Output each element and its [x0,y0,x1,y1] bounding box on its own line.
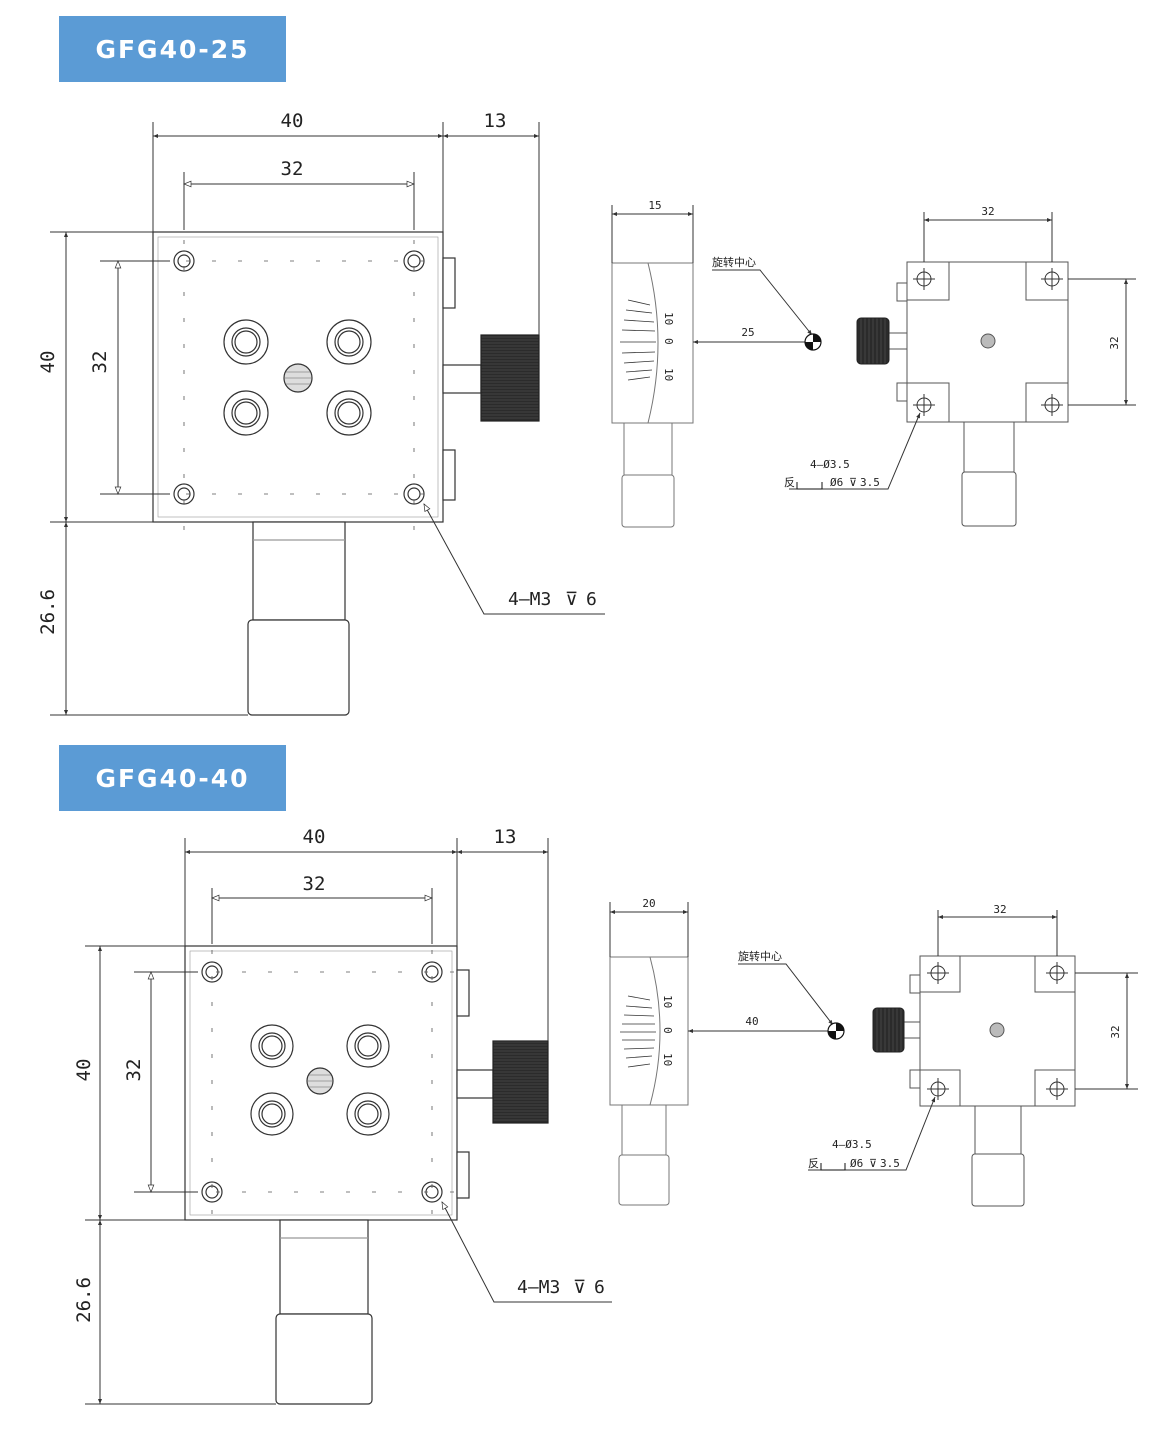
back-view [856,261,1069,527]
side-width: 20 [642,897,655,910]
main-dimensions [85,838,612,1405]
micrometer-barrel [252,521,346,621]
scale-mid: 0 [661,1027,674,1034]
thread-depth: 6 [586,589,597,610]
thread-depth: 6 [594,1277,605,1298]
dim-knob-offset: 13 [494,826,517,848]
back-view [872,955,1076,1207]
dim-hole-pitch-x: 32 [281,158,304,180]
dim-width: 40 [303,826,326,848]
dim-hole-pitch-y: 32 [123,1059,145,1082]
dim-knob-offset: 13 [484,110,507,132]
knob-shaft [442,364,482,394]
side-radius: 40 [745,1015,758,1028]
scale-bot: 10 [662,368,675,381]
dim-width: 40 [281,110,304,132]
thread-depth-symbol: ⊽ [565,589,578,610]
dim-micrometer: 26.6 [73,1277,95,1323]
back-dimensions [808,910,1138,1171]
dim-hole-pitch-y: 32 [89,351,111,374]
cbore-depth-symbol: ⊽ [869,1157,877,1170]
side-view [609,956,689,1206]
rotation-center-label: 旋转中心 [712,255,756,269]
dim-height: 40 [73,1059,95,1082]
micrometer-thimble [247,619,350,716]
rotation-center-mark [827,1022,845,1040]
section-2: 40 13 32 40 32 26.6 4—M3 ⊽ 6 [73,826,1138,1405]
main-dimensions [50,122,605,716]
side-dimensions [609,902,834,1033]
dim-micrometer: 26.6 [37,589,59,635]
scale-top: 10 [662,312,675,325]
scale-bot: 10 [661,1053,674,1066]
cbore-note: Ø6 [850,1157,863,1170]
side-plate [442,257,456,309]
side-dimensions [611,205,813,344]
back-pitch-x: 32 [993,903,1006,916]
cbore-prefix: 反 [784,476,795,489]
main-view [152,231,540,716]
thread-depth-symbol: ⊽ [573,1277,586,1298]
side-view [611,262,694,528]
cbore-prefix: 反 [808,1157,819,1170]
cbore-depth: 3.5 [860,476,880,489]
model-badge-2: GFG40-40 [59,745,286,811]
model-title: GFG40-40 [95,763,250,793]
counterbore-holes [223,319,372,436]
main-view [184,945,549,1405]
thread-note: 4—M3 [508,589,551,610]
hole-note: 4—Ø3.5 [810,458,850,471]
back-pitch-x: 32 [981,205,994,218]
cbore-depth-symbol: ⊽ [849,476,857,489]
thread-note: 4—M3 [517,1277,560,1298]
side-radius: 25 [741,326,754,339]
model-badge-1: GFG40-25 [59,16,286,82]
scale-top: 10 [661,995,674,1008]
rotation-center-mark [804,333,822,351]
hole-note: 4—Ø3.5 [832,1138,872,1151]
back-dimensions [789,212,1136,490]
rotation-center-label: 旋转中心 [738,949,782,963]
back-pitch-y: 32 [1109,1025,1122,1038]
back-pitch-y: 32 [1108,336,1121,349]
cbore-depth: 3.5 [880,1157,900,1170]
scale-mid: 0 [662,338,675,345]
dim-hole-pitch-x: 32 [303,873,326,895]
dim-height: 40 [37,351,59,374]
knob [480,334,540,422]
section-1: 40 13 32 40 32 26.6 4—M3 ⊽ 6 [37,110,1136,716]
side-width: 15 [648,199,661,212]
cbore-note: Ø6 [830,476,843,489]
model-title: GFG40-25 [95,34,250,64]
